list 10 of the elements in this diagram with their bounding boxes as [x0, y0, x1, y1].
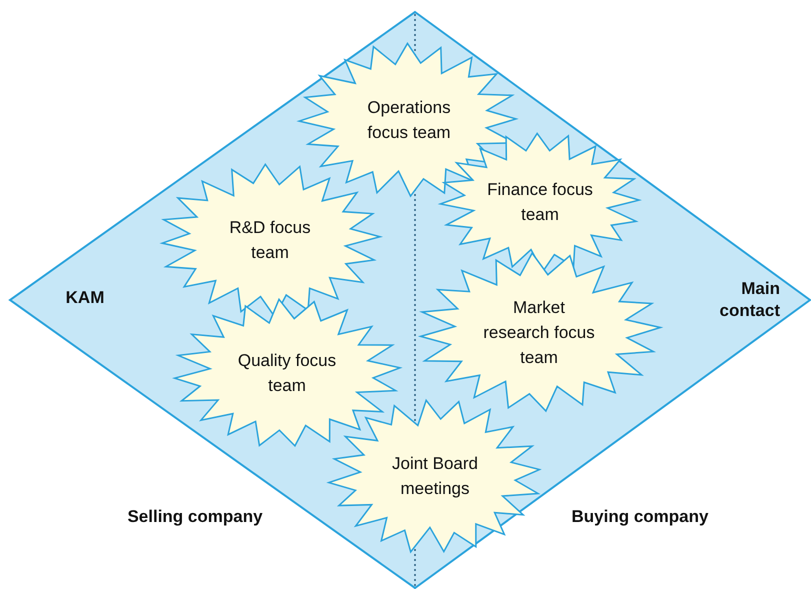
team-label: R&D focus team [228, 217, 312, 264]
team-label: Joint Board meetings [391, 453, 479, 500]
team-label: Market research focus team [482, 296, 596, 368]
diamond-label: Main contact [718, 278, 780, 322]
team-label: Quality focus team [236, 350, 338, 397]
team-label: Finance focus team [486, 179, 594, 226]
diamond-label: Buying company [570, 506, 710, 528]
team-label: Operations focus team [366, 97, 452, 144]
diamond-label: Selling company [126, 506, 264, 528]
diamond-label: KAM [64, 287, 106, 309]
